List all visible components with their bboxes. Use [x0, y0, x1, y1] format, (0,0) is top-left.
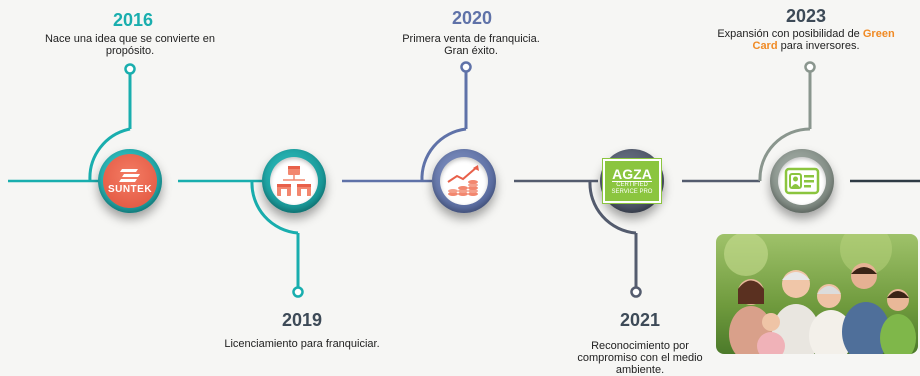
family-photo-illustration [716, 234, 918, 354]
node-arc [250, 180, 299, 235]
milestone-2023-text-after: para inversores. [780, 40, 860, 52]
milestone-2023-text-before: Expansión con posibilidad de [717, 28, 860, 40]
year-2021: 2021 [619, 310, 661, 330]
milestone-node-2019 [262, 149, 326, 213]
milestone-2016-text: Nace una idea que se convierte en propós… [44, 33, 215, 57]
stem-dot [630, 286, 642, 298]
growth-chart-icon [447, 165, 479, 196]
suntek-logo: SUNTEK [103, 154, 157, 208]
green-card-highlight: Green Card [752, 28, 895, 52]
milestone-node-2020 [432, 149, 496, 213]
node-arc [758, 127, 811, 182]
year-2016: 2016 [112, 10, 154, 30]
stem-dot [292, 286, 304, 298]
milestone-2020-line1: Primera venta de franquicia. [402, 33, 540, 45]
stem-dot [460, 61, 472, 73]
stem-dot [804, 61, 816, 73]
milestone-2020-line2: Gran éxito. [444, 45, 498, 57]
milestone-2023-text: Expansión con posibilidad de Green Card … [716, 28, 896, 52]
stem-dot [124, 63, 136, 75]
badge-main-text: AGZA [612, 165, 652, 182]
year-2023: 2023 [785, 6, 827, 26]
family-photo [716, 234, 918, 354]
milestone-node-2021: AGZA CERTIFIED SERVICE PRO [600, 149, 664, 213]
badge-sub-text-2: SERVICE PRO [611, 188, 653, 195]
agza-certified-badge: AGZA CERTIFIED SERVICE PRO [603, 159, 661, 203]
milestone-2020-text: Primera venta de franquicia. Gran éxito. [386, 33, 556, 57]
milestone-2021-text: Reconocimiento por compromiso con el med… [577, 340, 703, 376]
node-arc [420, 127, 467, 182]
milestone-2019-text: Licenciamiento para franquiciar. [224, 338, 380, 350]
node-arc [588, 180, 637, 235]
franchise-stores-icon [277, 166, 311, 196]
badge-sub-text-1: CERTIFIED [616, 181, 648, 188]
suntek-wordmark: SUNTEK [107, 184, 153, 195]
node-arc [88, 127, 131, 182]
id-card-icon [784, 167, 820, 195]
milestone-node-2016: SUNTEK [98, 149, 162, 213]
year-2019: 2019 [281, 310, 323, 330]
sun-mark-icon [119, 169, 140, 182]
milestone-node-2023 [770, 149, 834, 213]
year-2020: 2020 [451, 8, 493, 28]
